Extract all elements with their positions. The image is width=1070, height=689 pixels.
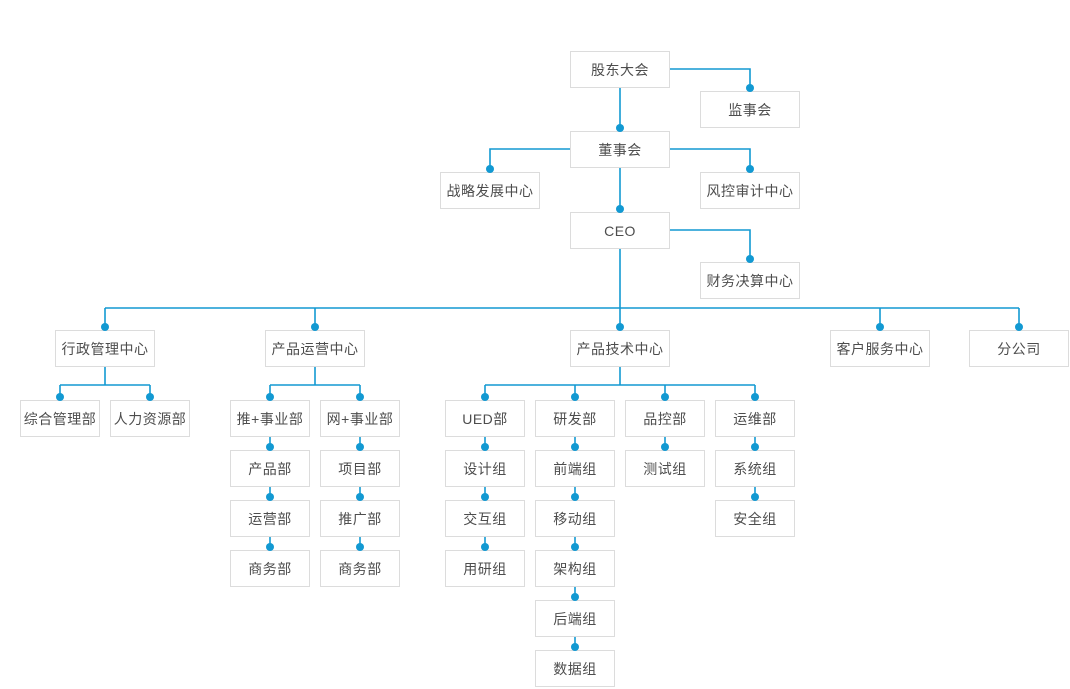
connector-line bbox=[670, 148, 751, 169]
org-node-business-dept-wang: 商务部 bbox=[320, 550, 400, 587]
org-node-label: 财务决算中心 bbox=[706, 272, 794, 289]
org-node-label: 分公司 bbox=[997, 340, 1041, 357]
org-node-frontend-group: 前端组 bbox=[535, 450, 615, 487]
connector-line bbox=[670, 229, 751, 259]
org-node-promotion-dept: 推广部 bbox=[320, 500, 400, 537]
org-node-label: 推广部 bbox=[338, 510, 382, 527]
org-node-label: 设计组 bbox=[463, 460, 507, 477]
org-node-backend-group: 后端组 bbox=[535, 600, 615, 637]
org-node-general-management-dept: 综合管理部 bbox=[20, 400, 100, 437]
org-node-user-research-group: 用研组 bbox=[445, 550, 525, 587]
org-node-mobile-group: 移动组 bbox=[535, 500, 615, 537]
org-node-wang-plus-division: 网+事业部 bbox=[320, 400, 400, 437]
org-node-ceo: CEO bbox=[570, 212, 670, 249]
org-node-ops-dept: 运维部 bbox=[715, 400, 795, 437]
org-node-label: 交互组 bbox=[463, 510, 507, 527]
org-node-label: 产品部 bbox=[248, 460, 292, 477]
org-node-label: 移动组 bbox=[553, 510, 597, 527]
org-node-tui-plus-division: 推+事业部 bbox=[230, 400, 310, 437]
org-node-product-technology-center: 产品技术中心 bbox=[570, 330, 670, 367]
org-node-label: CEO bbox=[604, 222, 636, 239]
org-node-project-dept: 项目部 bbox=[320, 450, 400, 487]
org-node-label: 后端组 bbox=[553, 610, 597, 627]
org-node-label: 股东大会 bbox=[591, 61, 649, 78]
org-node-label: 战略发展中心 bbox=[446, 182, 534, 199]
org-node-label: 网+事业部 bbox=[326, 410, 394, 427]
org-node-label: 人力资源部 bbox=[113, 410, 187, 427]
org-node-operation-dept: 运营部 bbox=[230, 500, 310, 537]
org-node-label: 安全组 bbox=[733, 510, 777, 527]
org-node-business-dept-tui: 商务部 bbox=[230, 550, 310, 587]
org-node-label: 综合管理部 bbox=[23, 410, 97, 427]
org-node-label: 运营部 bbox=[248, 510, 292, 527]
org-node-label: 行政管理中心 bbox=[61, 340, 149, 357]
org-node-label: 项目部 bbox=[338, 460, 382, 477]
org-node-product-dept: 产品部 bbox=[230, 450, 310, 487]
org-node-hr-dept: 人力资源部 bbox=[110, 400, 190, 437]
org-node-label: 商务部 bbox=[248, 560, 292, 577]
org-node-product-operation-center: 产品运营中心 bbox=[265, 330, 365, 367]
org-node-interaction-group: 交互组 bbox=[445, 500, 525, 537]
org-node-label: 产品运营中心 bbox=[271, 340, 359, 357]
org-node-rd-dept: 研发部 bbox=[535, 400, 615, 437]
org-node-label: UED部 bbox=[462, 410, 508, 427]
org-node-label: 风控审计中心 bbox=[706, 182, 794, 199]
org-node-architecture-group: 架构组 bbox=[535, 550, 615, 587]
org-node-ued-dept: UED部 bbox=[445, 400, 525, 437]
org-node-design-group: 设计组 bbox=[445, 450, 525, 487]
connector-line bbox=[670, 68, 751, 88]
org-node-label: 客户服务中心 bbox=[836, 340, 924, 357]
org-node-risk-audit-center: 风控审计中心 bbox=[700, 172, 800, 209]
org-node-label: 运维部 bbox=[733, 410, 777, 427]
org-node-testing-group: 测试组 bbox=[625, 450, 705, 487]
org-node-label: 监事会 bbox=[728, 101, 772, 118]
org-node-customer-service-center: 客户服务中心 bbox=[830, 330, 930, 367]
org-node-label: 架构组 bbox=[553, 560, 597, 577]
org-node-label: 董事会 bbox=[598, 141, 642, 158]
org-node-branch-company: 分公司 bbox=[969, 330, 1069, 367]
org-node-board-of-directors: 董事会 bbox=[570, 131, 670, 168]
org-node-system-group: 系统组 bbox=[715, 450, 795, 487]
org-node-finance-settlement-center: 财务决算中心 bbox=[700, 262, 800, 299]
org-node-admin-management-center: 行政管理中心 bbox=[55, 330, 155, 367]
org-node-label: 商务部 bbox=[338, 560, 382, 577]
org-node-label: 数据组 bbox=[553, 660, 597, 677]
org-node-shareholders-meeting: 股东大会 bbox=[570, 51, 670, 88]
org-node-label: 测试组 bbox=[643, 460, 687, 477]
org-node-security-group: 安全组 bbox=[715, 500, 795, 537]
org-node-label: 研发部 bbox=[553, 410, 597, 427]
org-node-label: 前端组 bbox=[553, 460, 597, 477]
org-node-data-group: 数据组 bbox=[535, 650, 615, 687]
org-node-label: 品控部 bbox=[643, 410, 687, 427]
connector-line bbox=[489, 148, 570, 169]
org-node-supervisory-board: 监事会 bbox=[700, 91, 800, 128]
org-node-qc-dept: 品控部 bbox=[625, 400, 705, 437]
org-node-label: 用研组 bbox=[463, 560, 507, 577]
org-node-label: 推+事业部 bbox=[236, 410, 304, 427]
org-node-label: 产品技术中心 bbox=[576, 340, 664, 357]
org-node-label: 系统组 bbox=[733, 460, 777, 477]
org-node-strategy-development-center: 战略发展中心 bbox=[440, 172, 540, 209]
